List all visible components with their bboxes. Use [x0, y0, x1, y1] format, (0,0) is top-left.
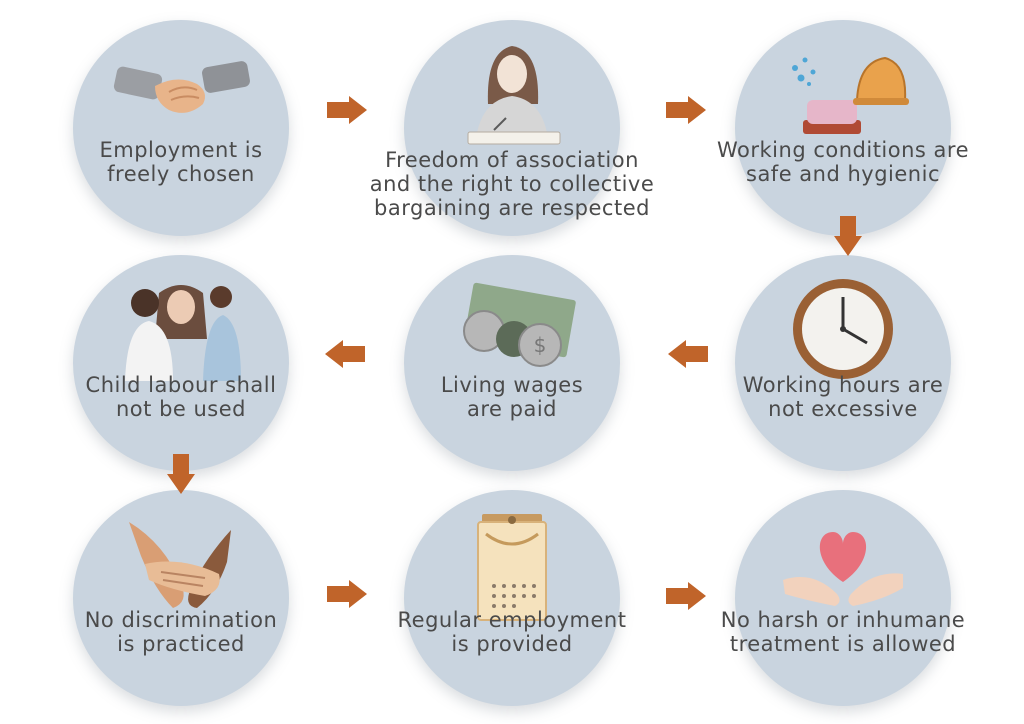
arrow-right-icon [327, 96, 367, 124]
soap-hardhat-icon [792, 56, 909, 134]
heart-hands-icon [783, 532, 903, 606]
arrow-right-icon [327, 580, 367, 608]
arrow-right-icon [666, 582, 706, 610]
svg-text:$: $ [534, 333, 547, 357]
arrow-down-icon [834, 216, 862, 256]
writing-woman-icon [467, 46, 561, 145]
arrow-left-icon [325, 340, 365, 368]
clock-icon [793, 279, 893, 379]
arrow-right-icon [666, 96, 706, 124]
arrow-down-icon [167, 454, 195, 494]
handshake-icon [113, 61, 250, 113]
calendar-icon [477, 514, 547, 621]
family-icon [125, 285, 241, 381]
money-icon: $ [463, 282, 576, 367]
joined-hands-icon [129, 522, 231, 608]
arrow-left-icon [668, 340, 708, 368]
